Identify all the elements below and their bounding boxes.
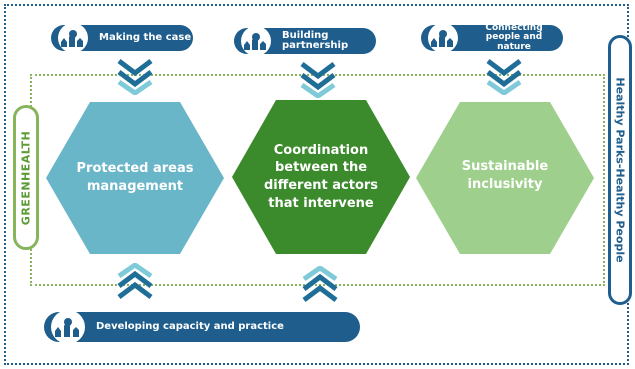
- tag-label: Connecting people and nature: [485, 22, 543, 52]
- hexagon-sustainable-inclusivity: [416, 102, 594, 254]
- tag-connecting-people: Connecting people and nature: [421, 22, 563, 52]
- tag-developing-capacity: Developing capacity and practice: [44, 312, 360, 342]
- healthy-parks-label-box: Healthy Parks-Healthy People: [608, 35, 632, 305]
- tag-building-partnership: Building partnership: [234, 28, 376, 54]
- chevron-up-icon: [117, 263, 153, 299]
- hexagon-label: Coordination between the different actor…: [263, 142, 379, 211]
- healthy-parks-label: Healthy Parks-Healthy People: [613, 77, 627, 263]
- tag-making-the-case: Making the case: [51, 25, 193, 51]
- tree-house-icon: [241, 28, 271, 54]
- hexagon-label: Sustainable inclusivity: [461, 159, 549, 192]
- hexagon-coordination: [232, 100, 410, 254]
- greenhealth-label-box: GREENHEALTH: [13, 105, 39, 250]
- tag-label: Building partnership: [282, 29, 349, 51]
- tag-label: Making the case: [99, 31, 192, 43]
- hexagon-label: Protected areas management: [76, 161, 194, 194]
- hexagon-protected-areas: [46, 102, 224, 254]
- greenhealth-label: GREENHEALTH: [19, 130, 33, 225]
- chevron-down-icon: [486, 59, 522, 95]
- tree-house-icon: [58, 25, 88, 51]
- chevron-down-icon: [117, 59, 153, 95]
- tree-house-icon: [428, 25, 458, 51]
- chevron-up-icon: [302, 266, 338, 302]
- tag-label: Developing capacity and practice: [96, 320, 284, 332]
- tree-house-icon: [51, 312, 85, 342]
- chevron-down-icon: [300, 62, 336, 98]
